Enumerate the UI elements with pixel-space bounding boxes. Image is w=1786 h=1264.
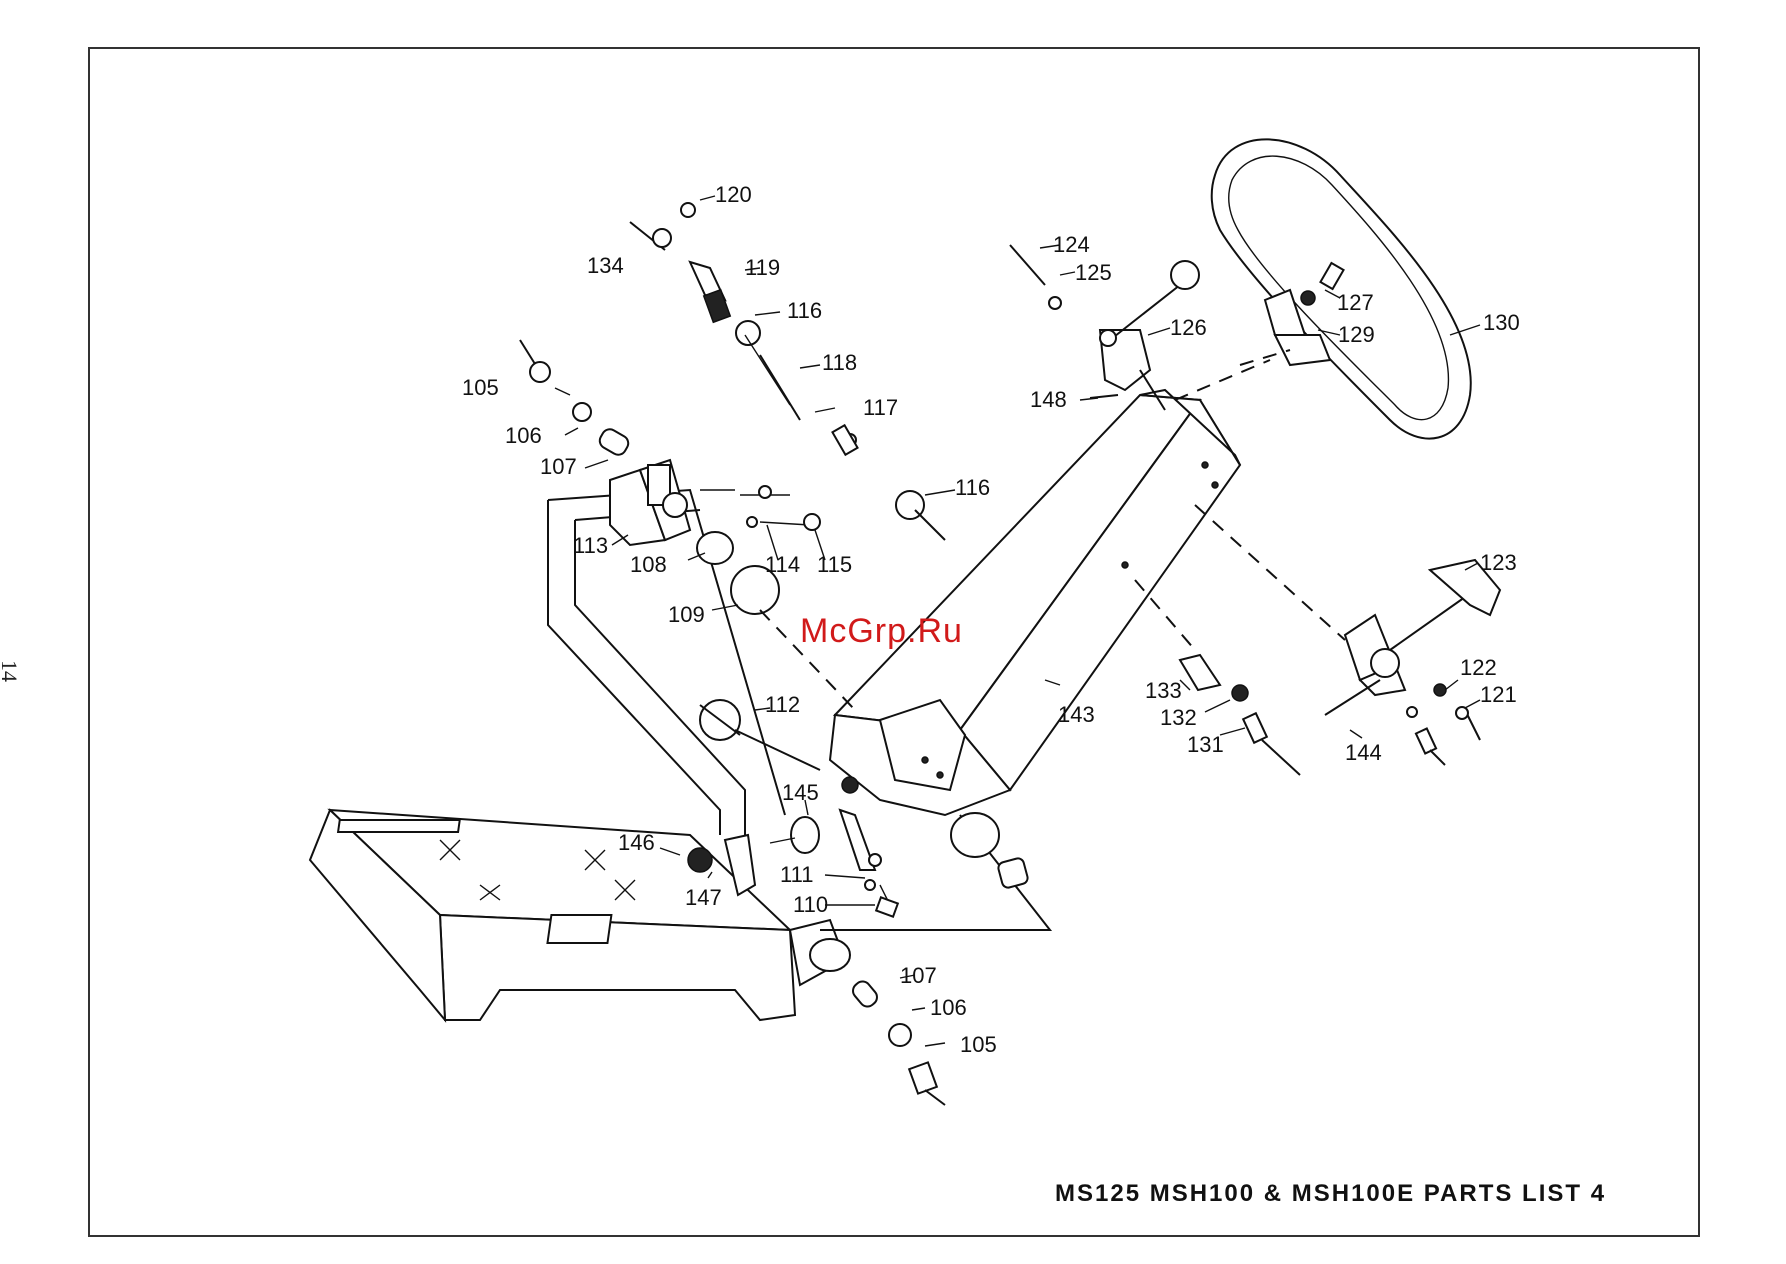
callout-120: 120 — [715, 182, 752, 207]
part-113-bracket — [610, 460, 690, 545]
callout-122: 122 — [1460, 655, 1497, 680]
callout-107-lower: 107 — [900, 963, 937, 988]
callout-123: 123 — [1480, 550, 1517, 575]
callout-125: 125 — [1075, 260, 1112, 285]
callout-106-upper: 106 — [505, 423, 542, 448]
callout-112: 112 — [765, 692, 800, 717]
page-number: 14 — [0, 660, 22, 682]
callout-126: 126 — [1170, 315, 1207, 340]
callout-144: 144 — [1345, 740, 1382, 765]
parts-list-title: MS125 MSH100 & MSH100E PARTS LIST 4 — [1055, 1180, 1606, 1208]
callout-148: 148 — [1030, 387, 1067, 412]
part-130-handle-loop — [1212, 139, 1471, 438]
callout-114: 114 — [765, 552, 800, 577]
callout-124: 124 — [1053, 232, 1090, 257]
callout-134: 134 — [587, 253, 624, 278]
callout-113: 113 — [573, 533, 608, 558]
callout-129: 129 — [1338, 322, 1375, 347]
callout-116-lower: 116 — [955, 475, 990, 500]
part-126-clamp — [1010, 245, 1270, 410]
callout-127: 127 — [1337, 290, 1374, 315]
callout-145: 145 — [782, 780, 819, 805]
callout-147: 147 — [685, 885, 722, 910]
callout-116-upper: 116 — [787, 298, 822, 323]
callout-107-upper: 107 — [540, 454, 577, 479]
callout-146: 146 — [618, 830, 655, 855]
callout-110: 110 — [793, 892, 828, 917]
callout-130: 130 — [1483, 310, 1520, 335]
part-144-clamp — [1195, 505, 1500, 765]
callout-133: 133 — [1145, 678, 1182, 703]
callout-117: 117 — [863, 395, 898, 420]
callout-105-upper: 105 — [462, 375, 499, 400]
part-143-main-beam — [830, 390, 1240, 815]
callout-115: 115 — [817, 552, 852, 577]
base-plate-assembly — [310, 810, 850, 1020]
watermark: McGrp.Ru — [800, 612, 963, 651]
callout-118: 118 — [822, 350, 857, 375]
callout-106-lower: 106 — [930, 995, 967, 1020]
callout-143: 143 — [1058, 702, 1095, 727]
callout-119: 119 — [745, 255, 780, 280]
callout-121: 121 — [1480, 682, 1517, 707]
callout-131: 131 — [1187, 732, 1224, 757]
callout-109: 109 — [668, 602, 705, 627]
callout-132: 132 — [1160, 705, 1197, 730]
callout-111: 111 — [780, 862, 813, 887]
callout-108: 108 — [630, 552, 667, 577]
callout-105-lower: 105 — [960, 1032, 997, 1057]
